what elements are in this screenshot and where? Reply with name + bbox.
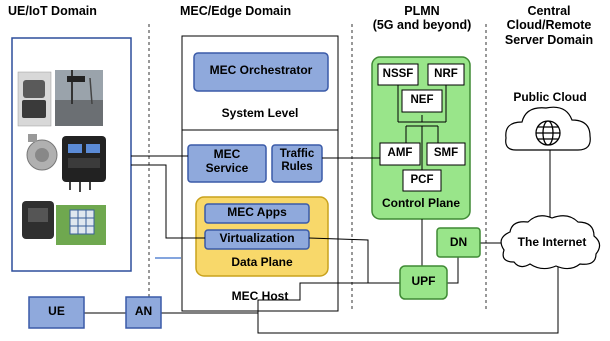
upf-label: UPF	[411, 274, 436, 288]
connection-lines	[84, 150, 559, 334]
nrf-box	[427, 63, 465, 86]
data-plane-label: Data Plane	[231, 255, 293, 269]
internet-label: The Internet	[517, 235, 587, 249]
virtualization-label: Virtualization	[219, 231, 295, 245]
traffic-rules-box	[271, 144, 323, 183]
amf-box	[379, 142, 421, 166]
mec-edge-domain-title: MEC/Edge Domain	[180, 4, 292, 18]
public-cloud-label: Public Cloud	[513, 90, 587, 104]
smf-box	[426, 142, 466, 166]
control-plane-label: Control Plane	[381, 196, 460, 210]
mec-apps-box	[204, 203, 310, 224]
mec-service-label: MEC Service	[188, 147, 266, 176]
mec-service-line-1: MEC	[213, 147, 241, 161]
traffic-rules-label: Traffic Rules	[272, 148, 322, 174]
plmn-domain-title: PLMN (5G and beyond)	[370, 4, 474, 33]
central-domain-title: Central Cloud/Remote Server Domain	[490, 4, 608, 47]
mec-orchestrator-label: MEC Orchestrator	[209, 63, 313, 77]
central-title-line-2: Cloud/Remote	[506, 18, 592, 33]
pcf-label: PCF	[410, 174, 434, 186]
central-title-line-3: Server Domain	[504, 32, 594, 47]
globe-icon	[535, 120, 561, 146]
mec-host-label: MEC Host	[231, 289, 289, 303]
nrf-label: NRF	[434, 68, 458, 80]
mec-orchestrator-box	[193, 52, 329, 92]
plmn-title-line-2: (5G and beyond)	[372, 18, 472, 33]
pcf-box	[402, 169, 442, 192]
virtualization-box	[204, 229, 310, 250]
control-plane-bus	[397, 84, 447, 170]
amf-label: AMF	[387, 147, 413, 159]
mec-service-box	[187, 144, 267, 183]
mec-apps-label: MEC Apps	[227, 205, 287, 219]
nssf-label: NSSF	[382, 68, 414, 80]
ue-iot-domain-title: UE/IoT Domain	[8, 4, 97, 18]
system-level-label: System Level	[221, 106, 299, 120]
internet-cloud-shape	[500, 215, 601, 270]
an-box	[125, 296, 162, 329]
nssf-box	[377, 63, 419, 86]
plmn-title-line-1: PLMN	[404, 4, 440, 18]
an-label: AN	[134, 304, 153, 318]
traffic-rules-line-1: Traffic	[279, 148, 315, 160]
traffic-rules-line-2: Rules	[281, 161, 313, 174]
dn-box	[436, 227, 481, 258]
iot-device-photos	[17, 70, 106, 245]
nef-label: NEF	[410, 94, 434, 106]
smf-label: SMF	[433, 147, 459, 159]
nef-box	[401, 89, 443, 113]
mec-service-line-2: Service	[205, 160, 249, 175]
ue-box	[28, 296, 85, 329]
upf-box	[399, 265, 448, 300]
central-title-line-1: Central	[527, 4, 571, 18]
ue-label: UE	[48, 304, 65, 318]
public-cloud-shape	[505, 106, 591, 151]
domain-separators	[148, 24, 487, 312]
dn-label: DN	[449, 235, 468, 249]
